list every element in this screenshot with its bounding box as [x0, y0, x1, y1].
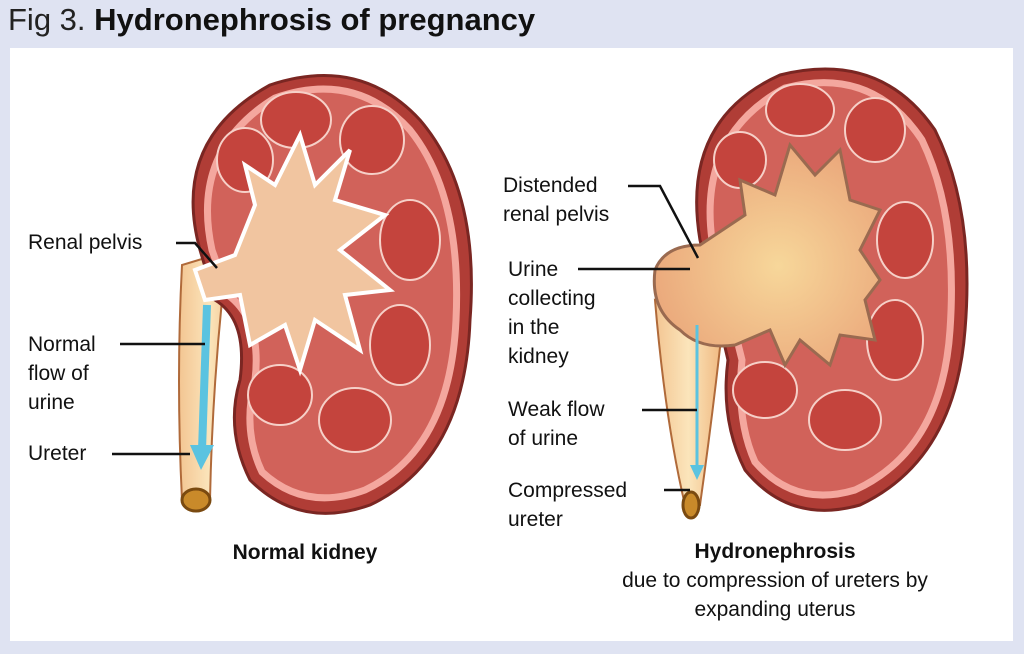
normal-flow-arrow: [198, 304, 211, 451]
label-line: of urine: [508, 427, 579, 450]
normal-flow-arrowhead: [190, 445, 214, 470]
figure-title: Fig 3. Hydronephrosis of pregnancy: [8, 2, 535, 38]
label-normal-flow: Normal flow of urine: [28, 330, 96, 417]
label-urine-collecting: Urine collecting in the kidney: [508, 255, 596, 371]
label-line: Weak flow: [508, 398, 605, 421]
hydro-medulla-pyramids: [713, 83, 934, 451]
label-distended-pelvis: Distended renal pelvis: [503, 171, 609, 229]
label-renal-pelvis: Renal pelvis: [28, 231, 143, 254]
label-line: collecting: [508, 287, 596, 310]
hydro-kidney: [652, 67, 969, 520]
label-line: Distended: [503, 174, 598, 197]
leader-lines: [112, 184, 700, 492]
label-line: Normal: [28, 333, 96, 356]
normal-kidney: [178, 74, 473, 515]
normal-renal-pelvis: [192, 129, 396, 377]
hydro-ureter-opening: [681, 490, 701, 520]
label-line: kidney: [508, 345, 569, 368]
hydro-renal-pelvis: [652, 141, 883, 369]
caption-title: Hydronephrosis: [694, 540, 856, 563]
figure-number: Fig 3.: [8, 2, 86, 37]
label-line: Compressed: [508, 479, 628, 502]
weak-flow-arrowhead: [690, 465, 704, 480]
caption-subtitle: expanding uterus: [694, 598, 856, 621]
label-line: ureter: [508, 508, 563, 531]
caption-subtitle: due to compression of ureters by: [622, 569, 928, 592]
caption-title: Normal kidney: [232, 541, 378, 564]
caption-hydronephrosis: Hydronephrosis due to compression of ure…: [560, 537, 990, 624]
normal-medulla-pyramids: [216, 91, 441, 453]
caption-normal-kidney: Normal kidney: [180, 538, 430, 567]
label-line: renal pelvis: [503, 203, 610, 226]
normal-ureter-opening: [180, 487, 212, 513]
label-line: Urine: [508, 258, 559, 281]
figure-heading: Hydronephrosis of pregnancy: [94, 2, 536, 37]
label-line: in the: [508, 316, 560, 339]
label-line: flow of: [28, 362, 89, 385]
label-ureter: Ureter: [28, 442, 87, 465]
label-compressed-ureter: Compressed ureter: [508, 476, 627, 534]
label-weak-flow: Weak flow of urine: [508, 395, 604, 453]
label-line: urine: [28, 391, 75, 414]
